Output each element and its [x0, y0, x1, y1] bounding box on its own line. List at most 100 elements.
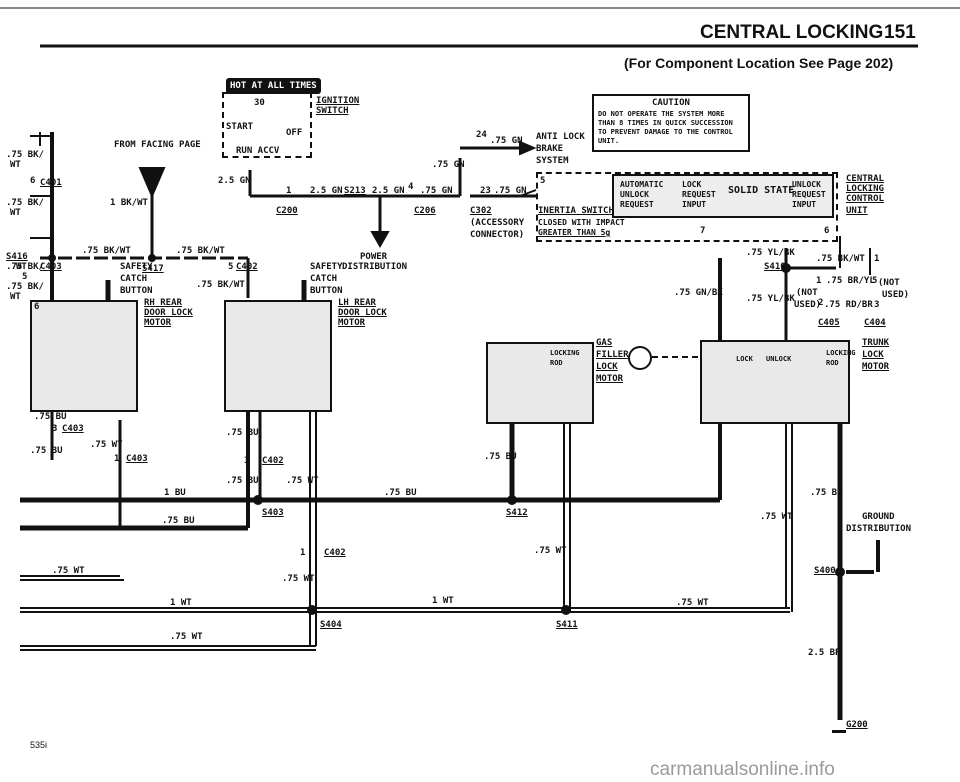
- pin-label: 6: [824, 226, 830, 236]
- splice-s412: S412: [506, 508, 528, 518]
- unlock-label: UNLOCK: [792, 180, 821, 189]
- rh-rear-door-lock-motor: [30, 300, 138, 412]
- anti-lock-brake-label: SYSTEM: [536, 156, 569, 166]
- safety-catch-label: CATCH: [120, 274, 148, 284]
- ground-distribution-label: DISTRIBUTION: [846, 524, 912, 534]
- control-unit-name: LOCKING: [846, 184, 884, 194]
- wire-label: 2.5 GN: [310, 186, 343, 196]
- pin-label: 5: [872, 276, 878, 286]
- wire-label: .75 WT: [286, 476, 319, 486]
- request-label: REQUEST: [792, 190, 826, 199]
- caution-line-4: UNIT.: [598, 137, 620, 145]
- connector-c402: C402: [262, 456, 284, 466]
- ignition-switch-name: IGNITION: [316, 96, 360, 106]
- safety-catch-label: BUTTON: [120, 286, 153, 296]
- wire-label: .75 GN: [432, 160, 465, 170]
- connector-c402: C402: [236, 262, 258, 272]
- pin-label: 6: [30, 176, 36, 186]
- page-subtitle: (For Component Location See Page 202): [624, 55, 894, 71]
- wire-label: .75 BK/WT: [176, 246, 225, 256]
- page-title: CENTRAL LOCKING: [700, 22, 884, 43]
- pin-label: 3: [52, 424, 58, 434]
- pin-label: 1: [874, 254, 880, 264]
- connector-c401: C401: [40, 178, 62, 188]
- pin-label: 4: [408, 182, 414, 192]
- wire-label: .75 RD/BR: [824, 300, 873, 310]
- wire-label: .75 BU: [484, 452, 517, 462]
- wire-label: .75 BK/: [6, 282, 44, 292]
- power-distribution-label: DISTRIBUTION: [342, 262, 408, 272]
- key-icon: [628, 346, 652, 370]
- lh-rear-door-lock-motor: [224, 300, 332, 412]
- wire-label: .75 BU: [384, 488, 417, 498]
- splice-s400: S400: [814, 566, 836, 576]
- from-facing-page-label: FROM FACING PAGE: [114, 140, 201, 150]
- wire-label: 1 WT: [170, 598, 192, 608]
- pin-label: 1: [816, 276, 822, 286]
- locking-rod-label: ROD: [550, 359, 563, 367]
- trunk-lock-motor-label: LOCK: [862, 350, 884, 360]
- wire-label: .75 BU: [226, 428, 259, 438]
- accessory-connector-label: CONNECTOR): [470, 230, 525, 240]
- pin-label: 6: [34, 302, 40, 312]
- ignition-switch-name-2: SWITCH: [316, 106, 349, 116]
- pin-label: 2: [818, 298, 824, 308]
- unlock-label: UNLOCK: [620, 190, 649, 199]
- central-locking-control-unit: [536, 172, 838, 242]
- unlock-position-label: UNLOCK: [766, 355, 792, 363]
- wire-label: .75 GN: [494, 186, 527, 196]
- control-unit-name: CENTRAL: [846, 174, 884, 184]
- connector-c403: C403: [40, 262, 62, 272]
- wire-label: .75 WT: [676, 598, 709, 608]
- model-label: 535i: [30, 740, 48, 750]
- lock-position-label: LOCK: [736, 355, 753, 363]
- splice-s410: S410: [764, 262, 786, 272]
- rh-rear-door-lock-motor-label: MOTOR: [144, 318, 172, 328]
- safety-catch-label: CATCH: [310, 274, 338, 284]
- gas-filler-label: FILLER: [596, 350, 629, 360]
- connector-c403: C403: [62, 424, 84, 434]
- gas-filler-label: MOTOR: [596, 374, 624, 384]
- lh-rear-door-lock-motor-label: LH REAR: [338, 298, 376, 308]
- lock-label: LOCK: [682, 180, 702, 189]
- pin-label: 7: [700, 226, 706, 236]
- pin-label: 3: [244, 456, 250, 466]
- connector-c403: C403: [126, 454, 148, 464]
- hot-at-all-times-badge: HOT AT ALL TIMES: [226, 78, 321, 94]
- wire-label: .75 WT: [760, 512, 793, 522]
- wire-label: 1 WT: [432, 596, 454, 606]
- rh-rear-door-lock-motor-label: RH REAR: [144, 298, 182, 308]
- splice-s416: S416: [6, 252, 28, 262]
- wire-label: WT: [10, 208, 21, 218]
- wire-label: 2.5 BR: [808, 648, 841, 658]
- connector-c402: C402: [324, 548, 346, 558]
- automatic-label: AUTOMATIC: [620, 180, 664, 189]
- connector-u-badge: U: [148, 160, 154, 170]
- accessory-connector-label: (ACCESSORY: [470, 218, 525, 228]
- connector-c404: C404: [864, 318, 886, 328]
- pin-label: 1: [300, 548, 306, 558]
- pin-label: 1: [114, 454, 120, 464]
- wire-label: .75 GN: [420, 186, 453, 196]
- wire-label: .75 WT: [534, 546, 567, 556]
- locking-rod-label: LOCKING: [826, 349, 856, 357]
- ignition-off-label: OFF: [286, 128, 303, 138]
- anti-lock-brake-label: ANTI LOCK: [536, 132, 585, 142]
- pin-label: 24: [476, 130, 487, 140]
- input-label: INPUT: [682, 200, 707, 209]
- wire-label: .75 BU: [226, 476, 259, 486]
- connector-c405: C405: [818, 318, 840, 328]
- request-label: REQUEST: [620, 200, 654, 209]
- page-number: 151: [884, 22, 916, 43]
- safety-catch-label: BUTTON: [310, 286, 343, 296]
- wire-label: .75 BU: [162, 516, 195, 526]
- connector-c302: C302: [470, 206, 492, 216]
- wire-label: WT: [10, 292, 21, 302]
- pin-label: 1: [286, 186, 292, 196]
- wire-label: .75 BK/WT: [196, 280, 245, 290]
- ignition-terminal-30: 30: [254, 98, 265, 108]
- wire-label: WT: [16, 262, 27, 272]
- gas-filler-lock-motor: [486, 342, 594, 424]
- wire-label: .75 BK/: [6, 150, 44, 160]
